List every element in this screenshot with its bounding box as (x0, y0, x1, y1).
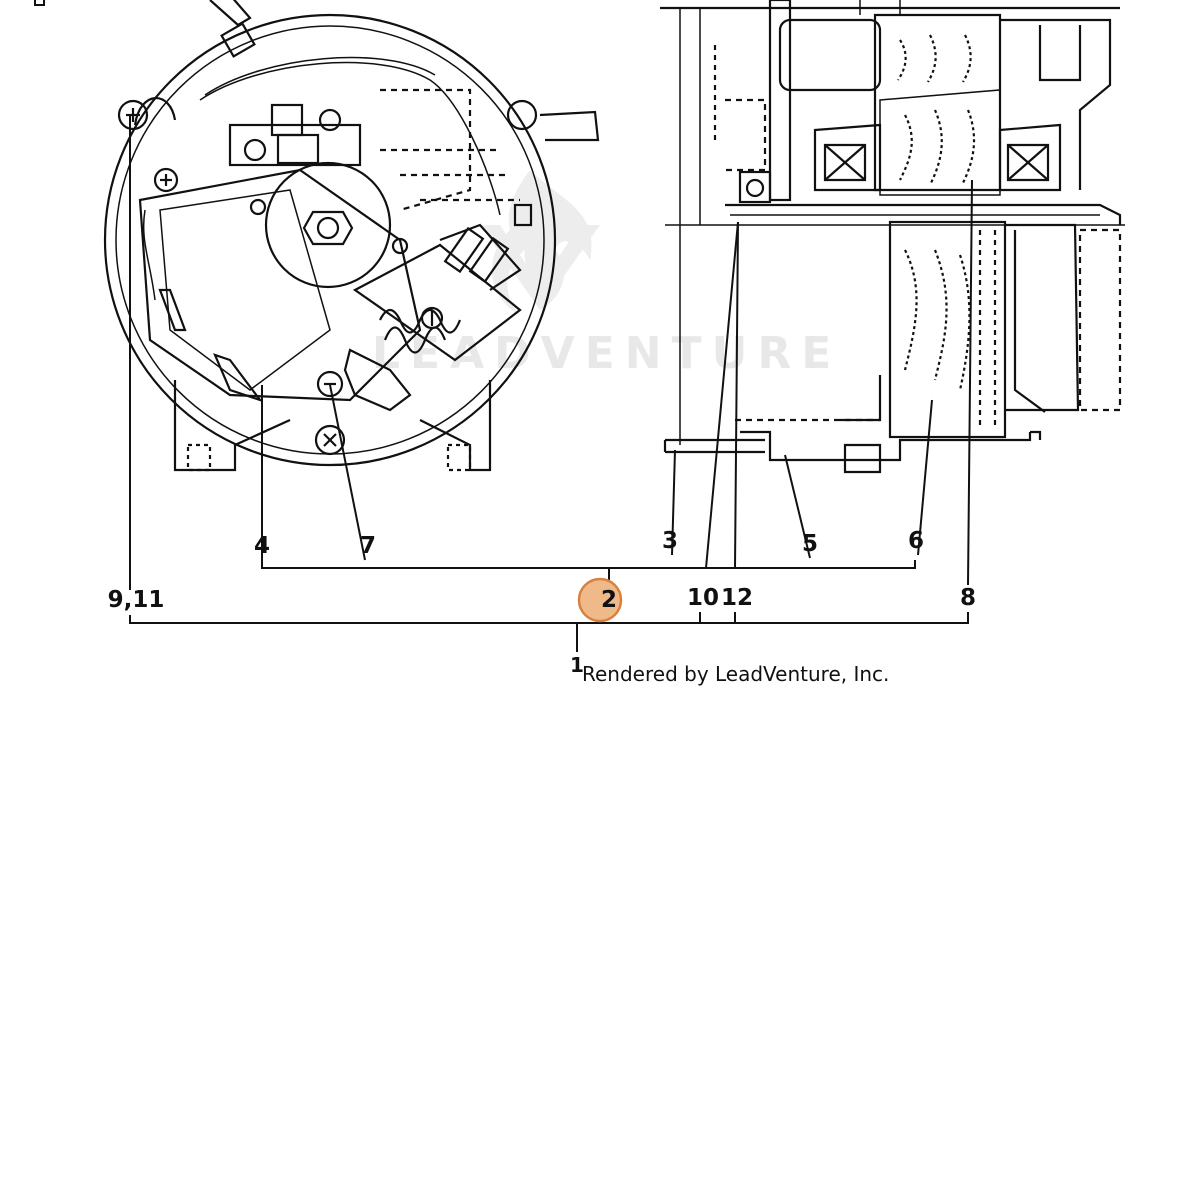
render-credit: Rendered by LeadVenture, Inc. (582, 662, 889, 686)
callout-3[interactable]: 3 (662, 528, 678, 554)
callout-8[interactable]: 8 (960, 585, 976, 611)
highlight-circle[interactable] (577, 577, 623, 623)
callout-6[interactable]: 6 (908, 528, 924, 554)
callout-9-11[interactable]: 9,11 (108, 587, 165, 613)
callout-12[interactable]: 12 (721, 585, 753, 611)
callout-1[interactable]: 1 (570, 653, 584, 677)
corner-mark (34, 0, 45, 6)
alternator-cross-section (660, 0, 1125, 474)
callout-5[interactable]: 5 (802, 531, 818, 557)
callout-10[interactable]: 10 (687, 585, 719, 611)
callout-leaders (129, 115, 973, 652)
alternator-front-view (103, 0, 600, 472)
watermark-text: LEADVENTURE (372, 328, 841, 379)
callout-2[interactable]: 2 (601, 587, 617, 613)
watermark: LEADVENTURE (372, 170, 841, 379)
callout-4[interactable]: 4 (254, 533, 270, 559)
callout-7[interactable]: 7 (360, 533, 376, 559)
